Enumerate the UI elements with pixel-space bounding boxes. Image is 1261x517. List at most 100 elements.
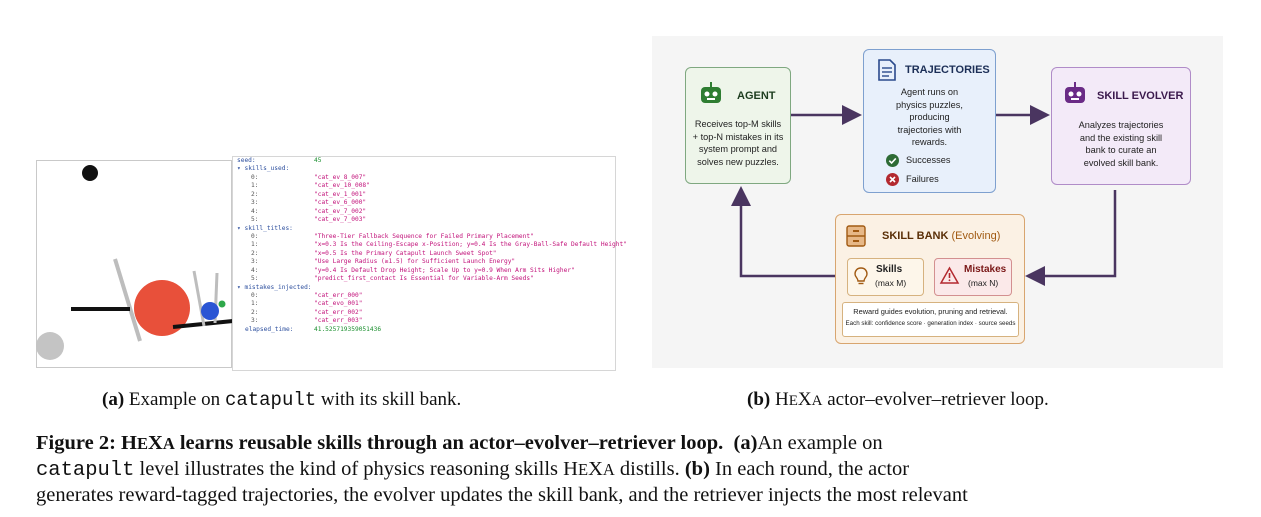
check-icon xyxy=(886,154,899,172)
list-index: 2: xyxy=(251,308,259,316)
list-item: 1:"cat_evo_001" xyxy=(233,300,615,308)
figure-caption-line-2: catapult level illustrates the kind of p… xyxy=(36,457,1226,484)
list-value: "cat_ev_7_003" xyxy=(314,216,367,224)
key-seed: seed: xyxy=(237,157,256,164)
trajectories-desc-line: Agent runs on xyxy=(900,87,959,97)
robot-icon xyxy=(1062,82,1088,111)
caret-down-icon[interactable]: ▾ xyxy=(237,283,241,291)
list-item: 1: "cat_ev_10_008" xyxy=(233,182,615,190)
warning-icon xyxy=(939,266,960,289)
list-value: "cat_ev_7_002" xyxy=(314,207,367,215)
trajectories-title: TRAJECTORIES xyxy=(905,64,990,76)
caption-bold-text: H xyxy=(115,432,137,454)
red-ball xyxy=(134,280,190,336)
subcaption-a: (a) Example on catapult with its skill b… xyxy=(102,389,461,411)
list-value: "x=0.3 Is the Ceiling-Escape x-Position;… xyxy=(314,241,627,249)
mistakes-label: Mistakes xyxy=(964,264,1007,275)
note-line-1: Reward guides evolution, pruning and ret… xyxy=(853,307,1008,316)
agent-desc-line: + top-N mistakes in its xyxy=(692,131,784,142)
list-index: 2: xyxy=(251,190,259,198)
figure-caption: Figure 2: HEXA learns reusable skills th… xyxy=(36,431,1226,509)
arrow-bank-to-agent xyxy=(731,186,835,278)
cabinet-icon xyxy=(846,225,866,252)
list-item: 3:"cat_ev_6_000" xyxy=(233,199,615,207)
skill-bank-title: SKILL BANK (Evolving) xyxy=(882,230,1000,242)
list-item: 5: "predict_first_contact Is Essential fo… xyxy=(233,275,615,283)
gray-ramp-left xyxy=(113,258,142,342)
list-index: 1: xyxy=(251,300,259,308)
list-item: 2:"x=0.5 Is the Primary Catapult Launch … xyxy=(233,250,615,258)
key-skills-used: skills_used: xyxy=(244,165,290,173)
caret-down-icon[interactable]: ▾ xyxy=(237,165,241,173)
list-item: 0:"Three-Tier Fallback Sequence for Fail… xyxy=(233,233,615,241)
caption-text: distills. xyxy=(614,457,680,480)
agent-desc-line: Receives top-M skills xyxy=(694,119,782,129)
list-index: 4: xyxy=(251,207,259,215)
list-item: 3:"Use Large Radius (≥1.5) for Sufficien… xyxy=(233,258,615,266)
black-ball xyxy=(82,165,98,181)
inspector-section-skill-titles[interactable]: ▾ skill_titles: xyxy=(233,225,615,233)
evolver-desc-line: Analyzes trajectories xyxy=(1078,120,1164,130)
loop-arrows xyxy=(731,105,1117,286)
json-inspector: seed: 45 ▾ skills_used: 0:"cat_ev_8_007"… xyxy=(232,156,627,371)
key-mistakes-injected: mistakes_injected: xyxy=(244,283,312,291)
skill-evolver-box: SKILL EVOLVER Analyzes trajectories and … xyxy=(1051,67,1191,185)
subcaption-b-text: A xyxy=(811,393,823,409)
list-value: "Use Large Radius (≥1.5) for Sufficient … xyxy=(314,258,516,266)
robot-icon xyxy=(698,82,724,111)
trajectories-desc-line: producing xyxy=(909,112,950,122)
list-value: "y=0.4 Is Default Drop Height; Scale Up … xyxy=(314,266,575,274)
trajectories-box: TRAJECTORIES Agent runs on physics puzzl… xyxy=(863,49,996,193)
inspector-section-skills-used[interactable]: ▾ skills_used: xyxy=(233,165,615,173)
figure-label: Figure 2: xyxy=(36,432,116,454)
list-item: 3: "cat_err_003" xyxy=(233,317,615,325)
trajectories-desc-line: trajectories with xyxy=(897,124,962,135)
value-elapsed-time: 41.525719359051436 xyxy=(314,325,382,333)
subcaption-b-text: X xyxy=(797,389,812,410)
key-elapsed-time: elapsed_time: xyxy=(245,325,294,333)
list-value: "predict_first_contact Is Essential for … xyxy=(314,275,534,283)
caption-bold-text: X xyxy=(148,432,163,454)
catapult-scene xyxy=(36,165,234,360)
subcaption-b-text: E xyxy=(788,393,798,409)
gray-ball xyxy=(36,332,64,360)
list-value: "Three-Tier Fallback Sequence for Failed… xyxy=(314,232,534,240)
list-value: "cat_err_003" xyxy=(314,317,363,325)
lightbulb-icon xyxy=(854,267,868,292)
subcaption-b: (b) HEXA actor–evolver–retriever loop. xyxy=(747,389,1049,411)
arrow-evolver-to-bank xyxy=(1025,190,1117,286)
list-value: "cat_ev_8_007" xyxy=(314,173,367,181)
skill-bank-note: Reward guides evolution, pruning and ret… xyxy=(842,302,1019,337)
list-item: 4:"y=0.4 Is Default Drop Height; Scale U… xyxy=(233,267,615,275)
list-value: "cat_ev_10_008" xyxy=(314,182,370,190)
successes-label: Successes xyxy=(906,155,951,165)
evolver-desc-line: and the existing skill xyxy=(1079,132,1163,143)
agent-desc-line: solves new puzzles. xyxy=(697,156,779,167)
skill-bank-box: SKILL BANK (Evolving) Skills (max M) Mis… xyxy=(835,214,1025,344)
skill-titles-list: 0:"Three-Tier Fallback Sequence for Fail… xyxy=(233,233,627,284)
caption-a-label: (a) xyxy=(733,432,758,454)
catapult-simulation xyxy=(36,160,234,368)
document-icon xyxy=(878,59,896,86)
list-index: 1: xyxy=(251,182,259,190)
agent-title: AGENT xyxy=(737,90,776,102)
agent-desc-line: system prompt and xyxy=(698,144,778,154)
caret-down-icon[interactable]: ▾ xyxy=(237,224,241,232)
skill-evolver-description: Analyzes trajectories and the existing s… xyxy=(1056,119,1186,169)
subcaption-b-text: actor–evolver–retriever loop. xyxy=(822,389,1049,410)
inspector-section-mistakes[interactable]: ▾ mistakes_injected: xyxy=(233,284,615,292)
agent-box: AGENT Receives top-M skills + top-N mist… xyxy=(685,67,791,184)
list-value: "cat_err_000" xyxy=(314,292,363,299)
figure-caption-line-3: generates reward-tagged trajectories, th… xyxy=(36,484,968,506)
list-index: 1: xyxy=(251,241,259,249)
list-index: 5: xyxy=(251,275,259,283)
list-index: 5: xyxy=(251,216,259,224)
evolver-desc-line: bank to curate an xyxy=(1085,145,1157,155)
value-seed: 45 xyxy=(314,157,322,164)
hexa-loop-diagram: AGENT Receives top-M skills + top-N mist… xyxy=(652,36,1223,368)
mistakes-card: Mistakes (max N) xyxy=(934,258,1012,296)
list-index: 3: xyxy=(251,317,259,325)
cross-icon xyxy=(886,173,899,191)
subcaption-a-post: with its skill bank. xyxy=(316,389,462,410)
caption-bold-text: A xyxy=(162,434,175,453)
